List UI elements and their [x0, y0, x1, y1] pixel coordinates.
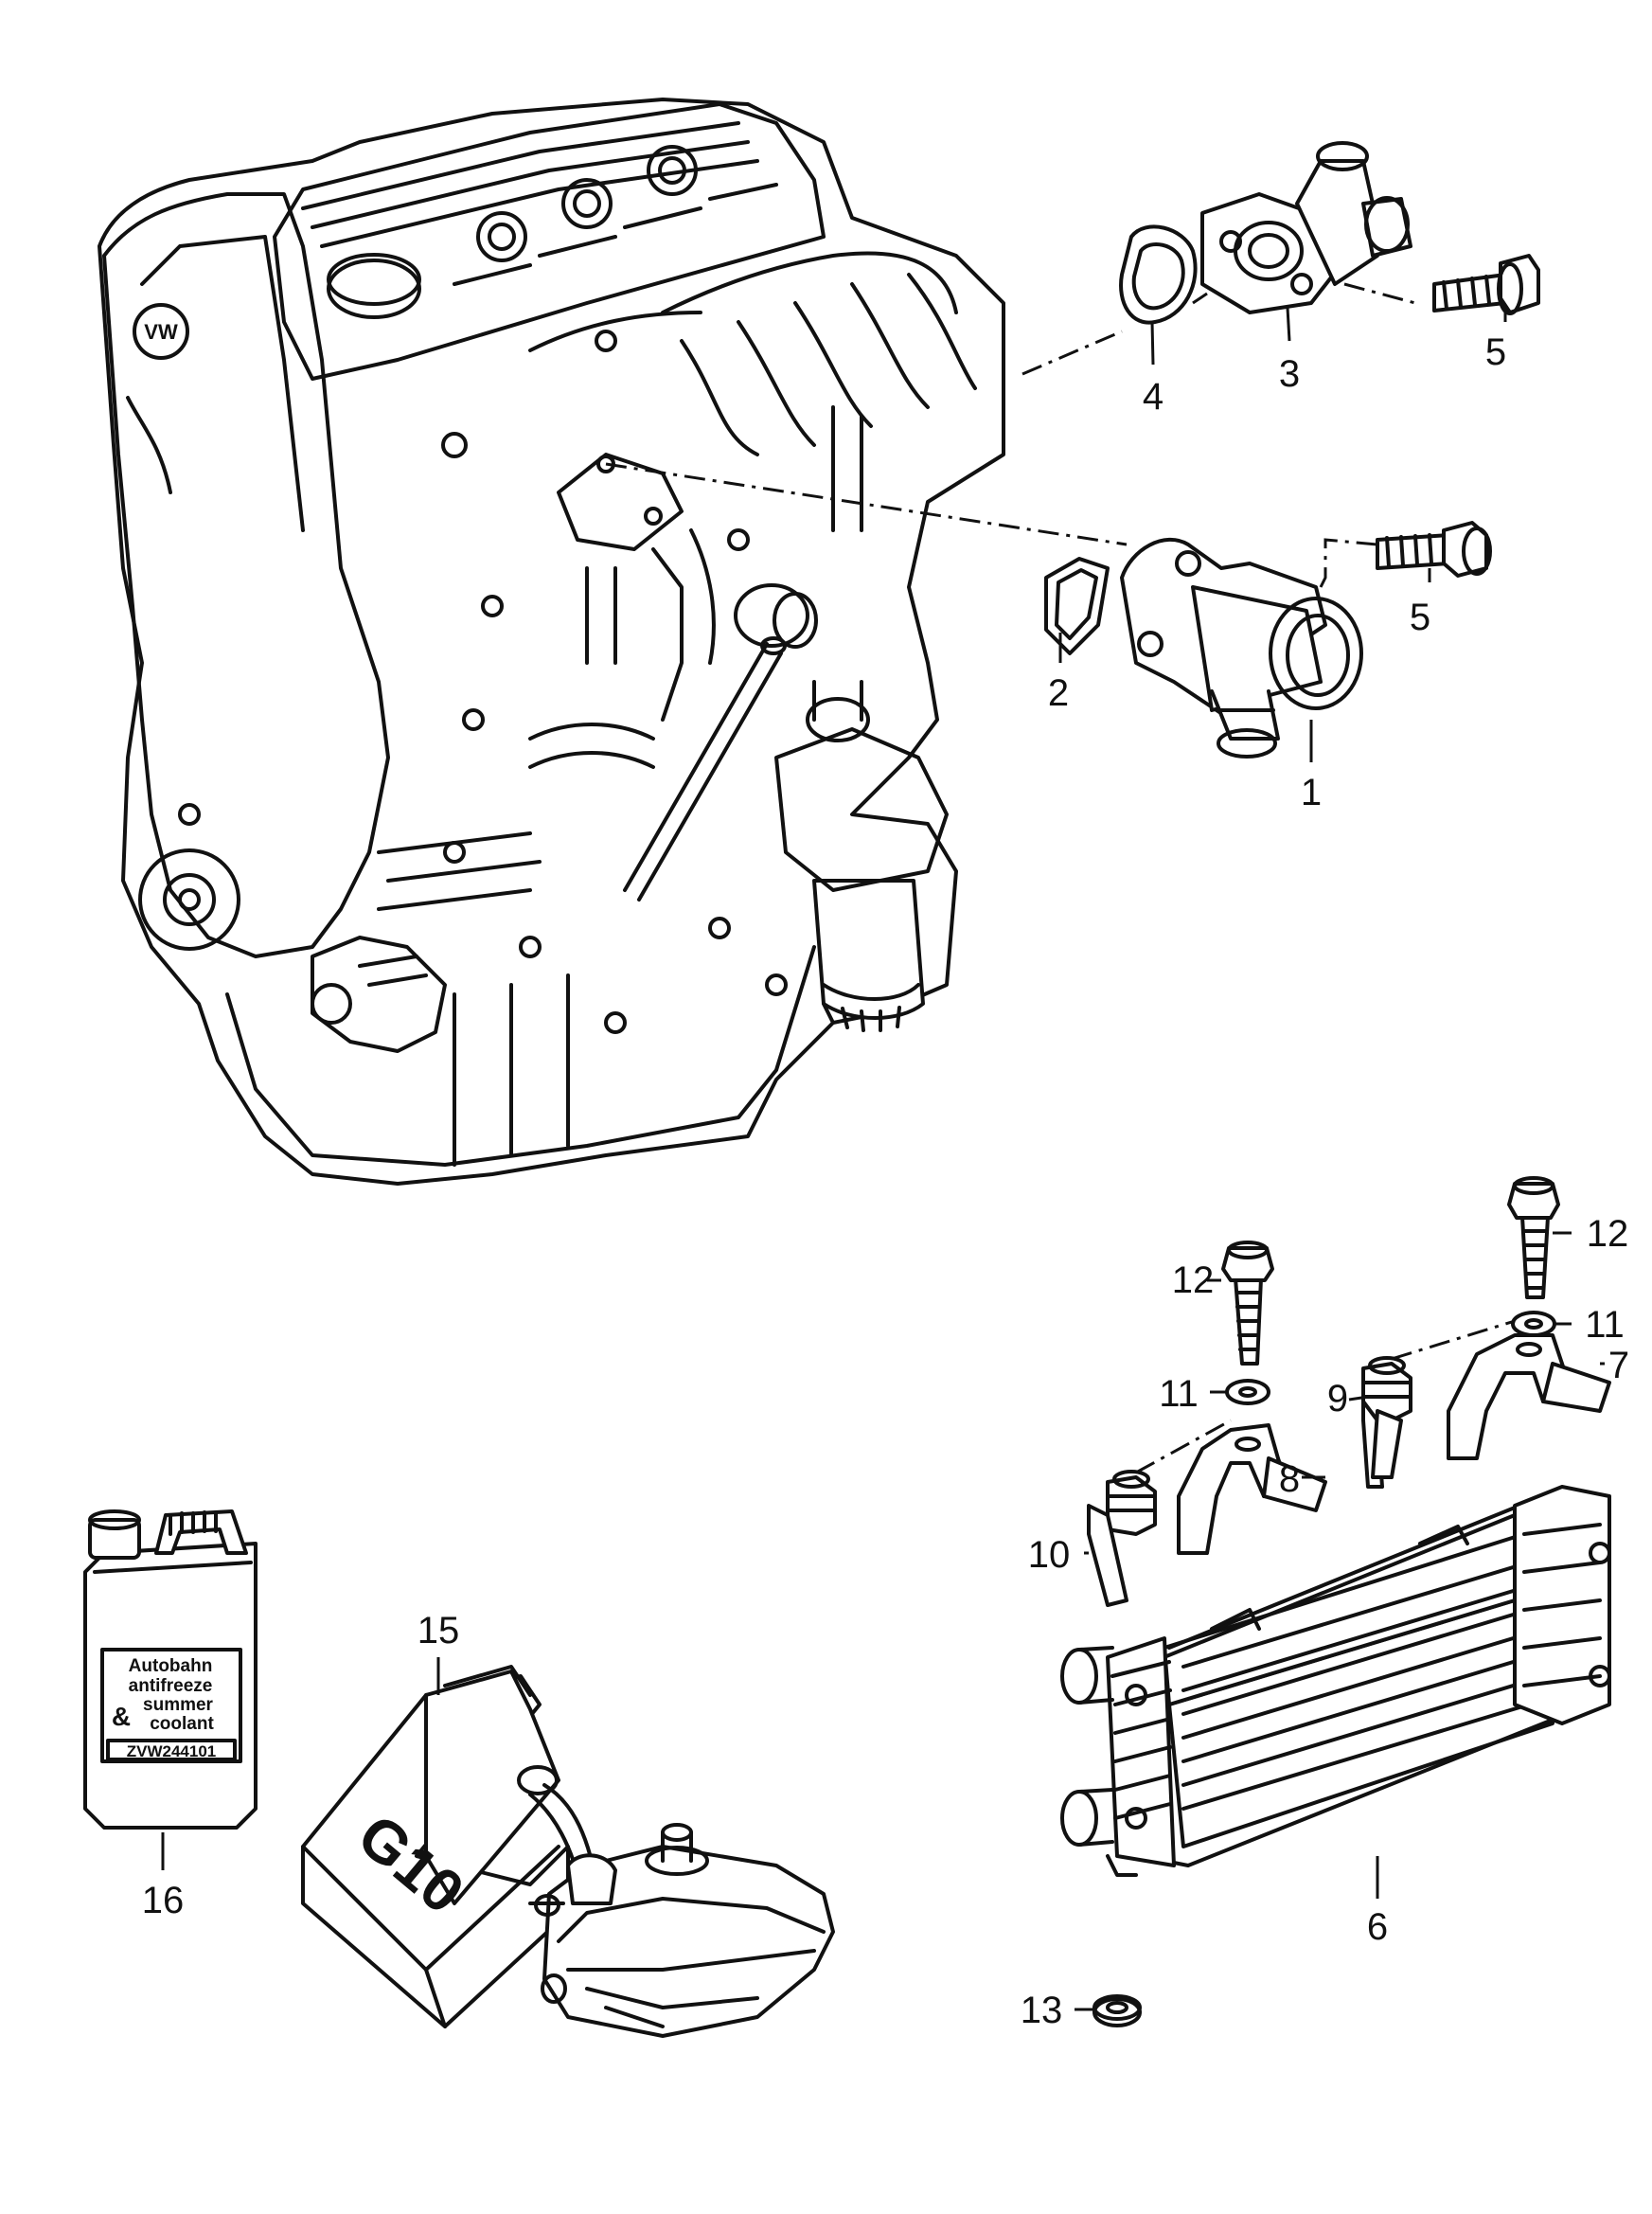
callout-8: 8 — [1279, 1458, 1300, 1500]
callout-12-right: 12 — [1587, 1213, 1629, 1255]
callout-11-right: 11 — [1585, 1304, 1625, 1346]
washer-part-11-left — [1225, 1379, 1270, 1405]
callout-3: 3 — [1279, 353, 1300, 395]
antifreeze-bottle-part-16: Autobahn antifreeze summer & coolant ZVW… — [83, 1509, 258, 1830]
callout-1: 1 — [1301, 772, 1322, 813]
callout-7: 7 — [1608, 1345, 1629, 1386]
vw-logo-text: VW — [144, 320, 178, 344]
callout-16: 16 — [142, 1880, 185, 1921]
washer-part-11-right — [1511, 1311, 1556, 1337]
callout-leaders — [161, 307, 1605, 2011]
bolt-part-5-middle — [1376, 521, 1492, 578]
bracket-part-8 — [1177, 1423, 1327, 1555]
callout-numbers: 1 2 3 4 5 5 6 7 8 9 10 11 11 12 12 13 15… — [142, 331, 1629, 2031]
drain-plug-part-13 — [1092, 1994, 1142, 2027]
gasket-part-2 — [1044, 557, 1110, 655]
callout-4: 4 — [1143, 376, 1164, 418]
expansion-tank — [528, 1783, 835, 2038]
callout-5-middle: 5 — [1410, 597, 1430, 638]
radiator-part-6 — [1060, 1485, 1611, 1877]
callout-15: 15 — [417, 1610, 460, 1652]
callout-10: 10 — [1028, 1534, 1071, 1576]
coolant-canister-part-15: G10 — [301, 1665, 570, 2028]
assembly-lines-top — [605, 282, 1416, 588]
rubber-mount-part-9 — [1361, 1356, 1412, 1489]
callout-11-left: 11 — [1159, 1373, 1199, 1415]
rubber-mount-part-10 — [1087, 1470, 1157, 1607]
callout-9: 9 — [1327, 1378, 1348, 1419]
assembly-lines-bottom — [1135, 1319, 1516, 1474]
bottle-label-code: ZVW244101 — [127, 1742, 217, 1760]
callout-6: 6 — [1367, 1906, 1388, 1948]
bottle-label-line-2: antifreeze — [129, 1676, 213, 1696]
bolt-part-12-left — [1221, 1241, 1274, 1366]
bolt-part-5-top — [1432, 254, 1540, 315]
bracket-part-7 — [1447, 1333, 1611, 1460]
engine-block: VW — [98, 98, 1005, 1186]
coolant-flange-part-3 — [1200, 141, 1412, 314]
callout-2: 2 — [1048, 672, 1069, 714]
bottle-label-line-3: summer — [143, 1695, 214, 1715]
callout-5-top: 5 — [1485, 331, 1506, 373]
bottle-label-ampersand: & — [112, 1702, 131, 1731]
bottle-label-line-1: Autobahn — [129, 1656, 213, 1676]
callout-12-left: 12 — [1172, 1259, 1215, 1301]
gasket-part-4 — [1119, 224, 1198, 325]
coolant-outlet-part-1 — [1120, 538, 1363, 759]
bottle-label-line-4: coolant — [150, 1714, 214, 1734]
bolt-part-12-right — [1507, 1176, 1560, 1299]
callout-13: 13 — [1021, 1990, 1063, 2031]
